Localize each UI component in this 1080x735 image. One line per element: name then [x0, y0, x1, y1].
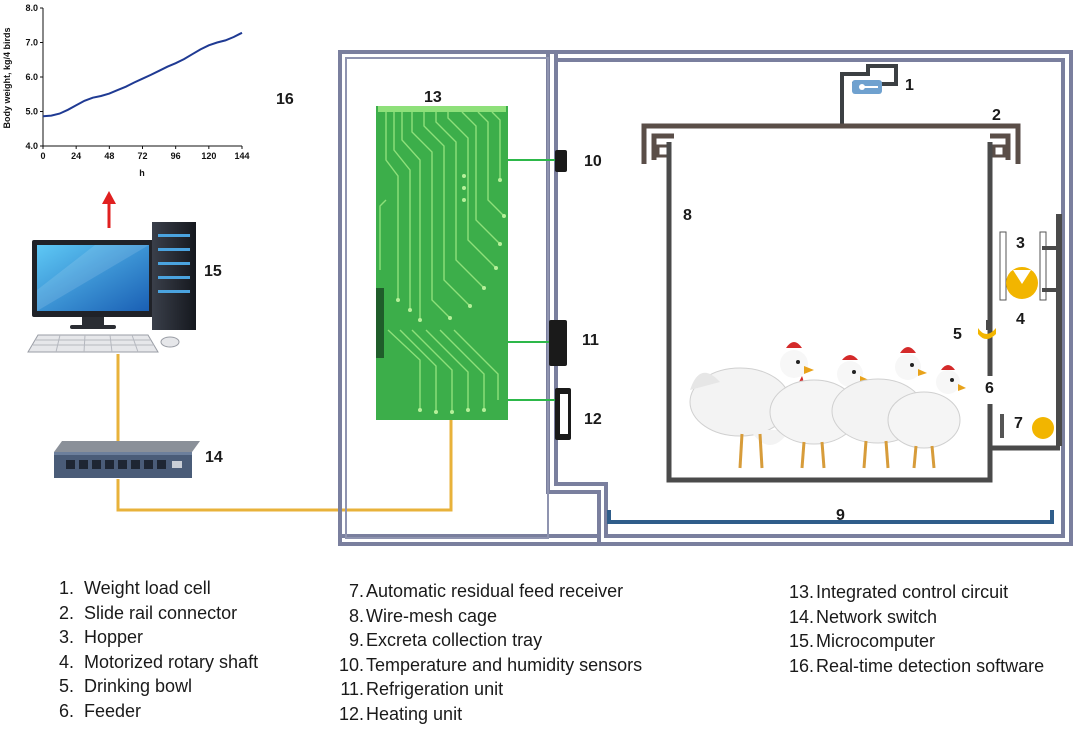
chart-y-label: Body weight, kg/4 birds	[2, 27, 12, 128]
weight-load-cell	[840, 64, 898, 126]
motorized-rotary-shaft	[1006, 267, 1038, 299]
chart-y-tick-label: 4.0	[25, 141, 38, 151]
heating-unit	[555, 388, 571, 440]
chicken	[689, 342, 814, 469]
legend-item: 7.Automatic residual feed receiver	[348, 581, 624, 601]
label-10: 10	[584, 153, 602, 170]
label-8: 8	[683, 207, 692, 224]
label-13: 13	[424, 89, 442, 106]
legend-item: 3.Hopper	[58, 627, 144, 648]
legend-column-1: 1.Weight load cell 2.Slide rail connecto…	[44, 576, 258, 724]
legend-column-2: 7.Automatic residual feed receiver 8.Wir…	[334, 579, 642, 727]
chamber-frame	[338, 50, 1073, 546]
label-16: 16	[276, 91, 294, 108]
control-circuit-board	[376, 106, 556, 420]
label-12: 12	[584, 411, 602, 428]
chart-y-tick-label: 6.0	[25, 72, 38, 82]
label-1: 1	[905, 77, 914, 94]
excreta-collection-tray	[607, 510, 1054, 524]
temperature-humidity-sensor	[555, 150, 567, 172]
legend-item: 5.Drinking bowl	[58, 676, 193, 697]
microcomputer	[27, 222, 196, 353]
chart-tick-labels: 0 24 48 72 96 120 144 4.0 5.0 6.0 7.0 8.0	[25, 3, 249, 161]
network-switch	[54, 441, 200, 478]
network-cables	[116, 354, 453, 512]
label-5: 5	[953, 326, 962, 343]
legend-item: 12.Heating unit	[338, 703, 463, 724]
chart-x-tick-label: 144	[234, 151, 249, 161]
legend-item: 14.Network switch	[788, 606, 938, 627]
legend-item: 13.Integrated control circuit	[788, 582, 1009, 602]
chart-x-tick-label: 24	[71, 151, 81, 161]
upload-arrow	[102, 191, 116, 228]
label-7: 7	[1014, 415, 1023, 432]
label-15: 15	[204, 263, 222, 280]
slide-rail-connector	[641, 123, 1021, 164]
legend-column-3: 13.Integrated control circuit 14.Network…	[786, 580, 1044, 678]
chart-x-tick-label: 0	[40, 151, 45, 161]
legend-item: 16.Real-time detection software	[788, 655, 1045, 676]
drinking-bowl	[978, 320, 996, 339]
chicken	[887, 365, 966, 469]
legend-item: 10.Temperature and humidity sensors	[338, 654, 643, 675]
label-4: 4	[1016, 311, 1025, 328]
chart-x-tick-label: 72	[137, 151, 147, 161]
legend-item: 9.Excreta collection tray	[348, 630, 543, 651]
refrigeration-unit	[549, 320, 567, 366]
chart-x-label: h	[139, 168, 145, 178]
legend-item: 4.Motorized rotary shaft	[58, 651, 259, 672]
weight-chart: 0 24 48 72 96 120 144 4.0 5.0 6.0 7.0 8.0 h Body we…	[2, 3, 250, 178]
chart-series-line	[42, 31, 243, 118]
chart-y-tick-label: 5.0	[25, 107, 38, 117]
keyboard	[27, 334, 159, 353]
label-9: 9	[836, 507, 845, 524]
label-3: 3	[1016, 235, 1025, 252]
label-14: 14	[205, 449, 223, 466]
label-2: 2	[992, 107, 1001, 124]
chart-axes	[42, 8, 242, 147]
chart-x-tick-label: 48	[104, 151, 114, 161]
chart-y-tick-label: 8.0	[25, 3, 38, 13]
chart-x-tick-label: 96	[171, 151, 181, 161]
chickens	[689, 342, 966, 469]
monitor-screen	[37, 245, 149, 311]
legend-item: 6.Feeder	[58, 700, 142, 721]
legend-item: 8.Wire-mesh cage	[348, 605, 498, 626]
label-6: 6	[985, 380, 994, 397]
chicken	[769, 355, 869, 469]
legend-item: 1.Weight load cell	[58, 578, 211, 598]
legend-item: 11.Refrigeration unit	[340, 679, 504, 700]
residual-feed-receiver	[1000, 414, 1054, 439]
legend-item: 15.Microcomputer	[788, 631, 936, 652]
legend-item: 2.Slide rail connector	[58, 602, 238, 623]
chart-x-tick-label: 120	[201, 151, 216, 161]
label-11: 11	[582, 332, 599, 349]
hopper	[999, 214, 1062, 446]
chart-y-tick-label: 7.0	[25, 38, 38, 48]
mouse	[160, 336, 180, 348]
